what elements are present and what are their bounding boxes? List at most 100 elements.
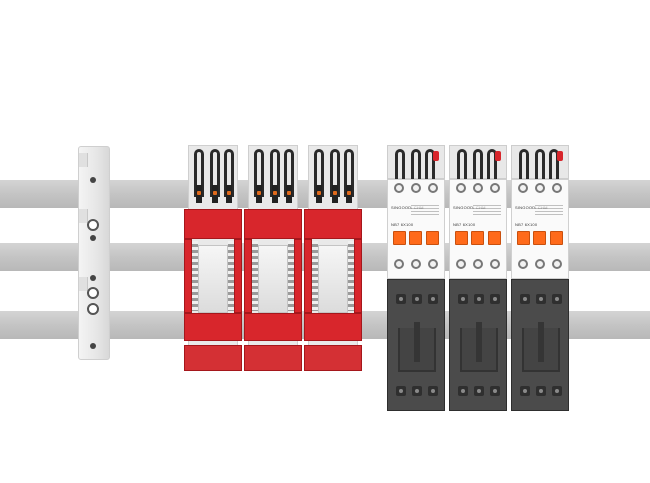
hex-bolt <box>428 386 438 396</box>
hex-bolt <box>490 386 500 396</box>
strip-terminal <box>87 219 99 231</box>
terminal-screw <box>489 259 500 269</box>
hex-bolt <box>428 294 438 304</box>
terminal-strip <box>78 146 110 360</box>
breaker-toggle <box>392 231 406 245</box>
terminal-screw <box>427 259 438 269</box>
cable-plug <box>332 185 338 203</box>
cable-plug <box>316 185 322 203</box>
strip-screw <box>90 275 96 281</box>
strip-notch <box>79 209 88 223</box>
indicator-led <box>495 151 501 161</box>
red-clamp-upper <box>244 209 302 239</box>
hex-bolt <box>552 294 562 304</box>
indicator-led <box>433 151 439 161</box>
strip-screw <box>90 177 96 183</box>
terminal-screw <box>551 183 562 193</box>
terminal-screw <box>410 183 421 193</box>
cable-plug <box>346 185 352 203</box>
breaker-module-2: SINGOODI CHM NB7 6X100 <box>449 145 507 411</box>
adapter-window <box>318 245 348 313</box>
adapter-cable <box>224 149 234 197</box>
terminal-screw <box>456 183 467 193</box>
breaker-cable <box>535 149 545 193</box>
spec-lines <box>473 203 501 217</box>
terminal-screw <box>427 183 438 193</box>
terminal-screw <box>518 259 529 269</box>
hex-bolt <box>490 294 500 304</box>
breaker-module-1: SINGOODI CHM NB7 6X100 <box>387 145 445 411</box>
adapter-cable <box>270 149 280 197</box>
terminal-screw <box>394 183 405 193</box>
breaker-toggle <box>488 231 502 245</box>
red-side <box>304 239 312 313</box>
red-clamp-bottom <box>304 345 362 371</box>
terminal-screw <box>489 183 500 193</box>
red-side <box>294 239 302 313</box>
busbar-adapter-3 <box>304 145 362 371</box>
cable-plug <box>226 185 232 203</box>
hex-bolt <box>552 386 562 396</box>
busbar-base <box>387 279 445 411</box>
cable-plug <box>256 185 262 203</box>
breaker-toggle <box>533 231 547 245</box>
cable-plug <box>272 185 278 203</box>
hex-bolt <box>536 294 546 304</box>
red-clamp-bottom <box>184 345 242 371</box>
base-bracket <box>522 322 560 372</box>
adapter-cable <box>284 149 294 197</box>
adapter-holes <box>252 241 258 311</box>
terminal-row-top <box>453 183 503 193</box>
hex-bolt <box>396 386 406 396</box>
strip-terminal <box>87 303 99 315</box>
breaker-toggle <box>454 231 468 245</box>
terminal-row-top <box>515 183 565 193</box>
terminal-screw <box>551 259 562 269</box>
breaker-cable <box>411 149 421 193</box>
adapter-cable <box>254 149 264 197</box>
breaker-brand: SINGOODI CHM <box>453 205 486 210</box>
breaker-toggle <box>516 231 530 245</box>
terminal-screw <box>394 259 405 269</box>
adapter-holes <box>228 241 234 311</box>
red-clamp-upper <box>304 209 362 239</box>
terminal-screw <box>472 259 483 269</box>
toggle-row <box>391 231 441 245</box>
adapter-cable <box>314 149 324 197</box>
red-clamp-upper <box>184 209 242 239</box>
terminal-row-bottom <box>453 259 503 269</box>
terminal-row-bottom <box>515 259 565 269</box>
breaker-cable <box>519 149 529 193</box>
red-side <box>234 239 242 313</box>
breaker-toggle <box>471 231 485 245</box>
base-bracket <box>398 322 436 372</box>
terminal-screw <box>456 259 467 269</box>
terminal-screw <box>410 259 421 269</box>
hex-bolt <box>458 386 468 396</box>
strip-notch <box>79 153 88 167</box>
strip-screw <box>90 343 96 349</box>
red-clamp-lower <box>304 313 362 341</box>
adapter-window <box>258 245 288 313</box>
busbar-base <box>449 279 507 411</box>
toggle-row <box>453 231 503 245</box>
red-side <box>184 239 192 313</box>
terminal-screw <box>518 183 529 193</box>
hex-bolt <box>536 386 546 396</box>
red-clamp-lower <box>244 313 302 341</box>
toggle-row <box>515 231 565 245</box>
breaker-cable <box>395 149 405 193</box>
cable-plug <box>286 185 292 203</box>
breaker-toggle <box>409 231 423 245</box>
adapter-cable <box>210 149 220 197</box>
terminal-screw <box>534 183 545 193</box>
hex-bolt <box>474 386 484 396</box>
indicator-led <box>557 151 563 161</box>
busbar-adapter-2 <box>244 145 302 371</box>
breaker-toggle <box>550 231 564 245</box>
adapter-holes <box>312 241 318 311</box>
breaker-model: NB7 6X100 <box>391 222 414 227</box>
hex-bolt <box>458 294 468 304</box>
adapter-cable <box>344 149 354 197</box>
